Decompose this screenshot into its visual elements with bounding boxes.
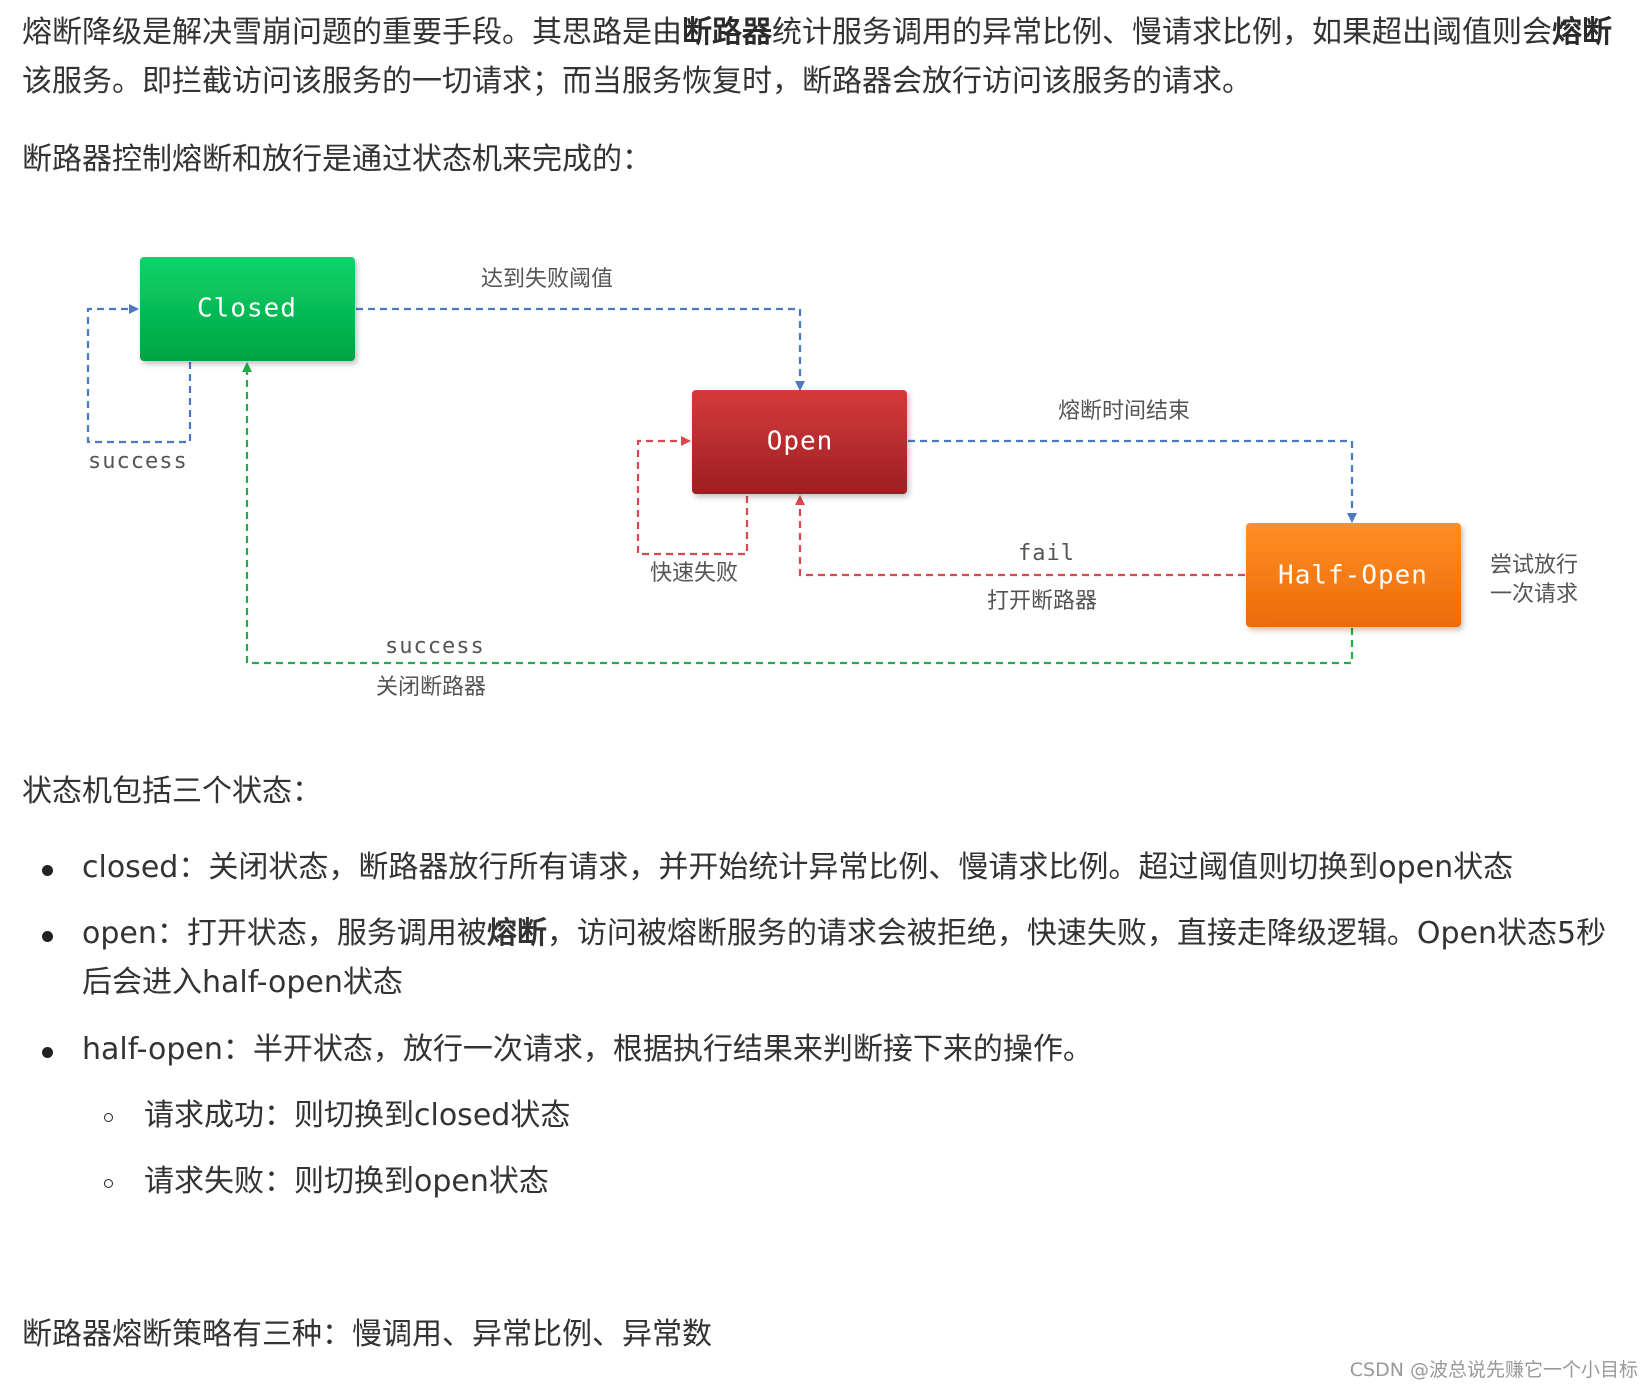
halfopen-success-label: success bbox=[385, 634, 485, 659]
closed-to-open-arrow bbox=[356, 307, 805, 391]
sub-bullet-circle bbox=[104, 1113, 113, 1122]
halfopen-to-open-arrow bbox=[795, 495, 1245, 577]
closed-self-loop-arrow bbox=[86, 304, 192, 444]
bullet-open-text: open：打开状态，服务调用被熔断，访问被熔断服务的请求会被拒绝，快速失败，直接… bbox=[82, 909, 1632, 1007]
bullet-open-text-c: ，访问被熔断服务的请求会被拒绝，快速失败，直接走降级逻辑。Open状态5秒后会进… bbox=[82, 916, 1607, 1000]
open-state-node: Open bbox=[692, 390, 907, 494]
strategy-paragraph: 断路器熔断策略有三种：慢调用、异常比例、异常数 bbox=[22, 1317, 712, 1352]
try-release-label-2: 一次请求 bbox=[1490, 582, 1578, 607]
closed-success-label: success bbox=[88, 449, 188, 474]
halfopen-state-label: Half-Open bbox=[1278, 561, 1428, 591]
bullet-dot bbox=[42, 1047, 53, 1058]
sub-bullet-fail-text: 请求失败：则切换到open状态 bbox=[144, 1164, 549, 1199]
bullet-closed-text: closed：关闭状态，断路器放行所有请求，并开始统计异常比例、慢请求比例。超过… bbox=[82, 850, 1514, 885]
closed-state-node: Closed bbox=[140, 257, 355, 361]
intro-paragraph: 熔断降级是解决雪崩问题的重要手段。其思路是由断路器统计服务调用的异常比例、慢请求… bbox=[22, 8, 1632, 106]
sub-bullet-success-text: 请求成功：则切换到closed状态 bbox=[144, 1098, 571, 1133]
bullet-open-text-a: open：打开状态，服务调用被 bbox=[82, 916, 487, 951]
close-breaker-label: 关闭断路器 bbox=[376, 675, 486, 700]
bullet-halfopen-text: half-open：半开状态，放行一次请求，根据执行结果来判断接下来的操作。 bbox=[82, 1032, 1093, 1067]
fuse-time-end-label: 熔断时间结束 bbox=[1058, 399, 1190, 424]
bullet-open-bold: 熔断 bbox=[486, 916, 547, 951]
open-breaker-label: 打开断路器 bbox=[987, 589, 1097, 614]
sub-bullet-circle bbox=[104, 1179, 113, 1188]
bullet-dot bbox=[42, 865, 53, 876]
reach-threshold-label: 达到失败阈值 bbox=[481, 267, 613, 292]
closed-state-label: Closed bbox=[197, 294, 297, 324]
try-release-label-1: 尝试放行 bbox=[1490, 553, 1578, 578]
state-machine-diagram: Closed Open Half-Open 达到失败阈值 success 熔断时… bbox=[86, 257, 1578, 700]
intro-bold-breaker: 断路器 bbox=[682, 15, 772, 50]
halfopen-state-node: Half-Open bbox=[1246, 523, 1461, 627]
fast-fail-label: 快速失败 bbox=[650, 561, 738, 586]
open-to-halfopen-arrow bbox=[908, 439, 1357, 523]
bullet-dot bbox=[42, 931, 53, 942]
states-heading: 状态机包括三个状态： bbox=[22, 774, 322, 809]
intro-text-c: 统计服务调用的异常比例、慢请求比例，如果超出阈值则会 bbox=[772, 15, 1552, 50]
halfopen-to-closed-arrow bbox=[242, 362, 1354, 665]
intro-text-e: 该服务。即拦截访问该服务的一切请求；而当服务恢复时，断路器会放行访问该服务的请求… bbox=[22, 64, 1252, 99]
open-self-loop-arrow bbox=[636, 436, 749, 556]
intro-bold-fuse: 熔断 bbox=[1552, 15, 1612, 50]
csdn-watermark: CSDN @波总说先赚它一个小目标 bbox=[1349, 1359, 1638, 1381]
fail-label: fail bbox=[1018, 541, 1075, 566]
open-state-label: Open bbox=[767, 427, 834, 457]
intro-text-a: 熔断降级是解决雪崩问题的重要手段。其思路是由 bbox=[22, 15, 682, 50]
state-machine-intro: 断路器控制熔断和放行是通过状态机来完成的： bbox=[22, 142, 652, 177]
